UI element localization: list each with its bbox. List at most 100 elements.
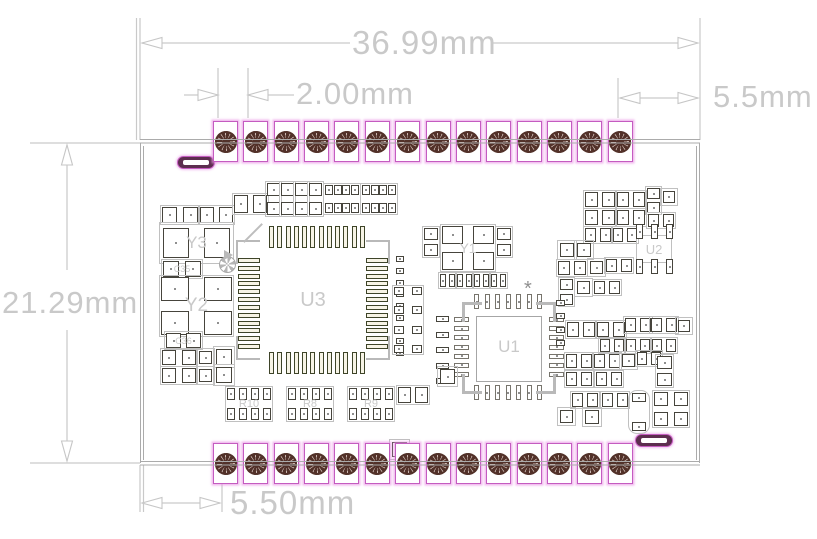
castellated-pad-top bbox=[607, 121, 633, 162]
smd-pad bbox=[556, 340, 565, 346]
smd-pad bbox=[324, 388, 332, 400]
smd-pad bbox=[590, 261, 603, 274]
smd-pad bbox=[362, 185, 370, 195]
castellated-pad-top bbox=[455, 121, 481, 162]
silkscreen-mark bbox=[462, 302, 465, 322]
smd-pad bbox=[613, 322, 625, 337]
silkscreen-outline bbox=[437, 366, 458, 387]
smd-pad bbox=[473, 226, 494, 244]
smd-pad bbox=[633, 192, 645, 207]
smd-pad bbox=[556, 300, 565, 306]
smd-pad bbox=[300, 408, 308, 420]
castellated-pad-top bbox=[364, 121, 390, 162]
plated-hole bbox=[578, 452, 601, 475]
qfp-pin bbox=[351, 226, 357, 248]
castellated-pad-top bbox=[304, 121, 330, 162]
plated-hole bbox=[244, 452, 267, 475]
smd-pad bbox=[398, 387, 411, 403]
smd-pad bbox=[640, 339, 650, 352]
smd-pad bbox=[651, 318, 662, 332]
smd-pad bbox=[312, 408, 320, 420]
component-sq bbox=[582, 407, 602, 427]
silkscreen-mark bbox=[553, 302, 556, 322]
silkscreen-mark bbox=[366, 240, 390, 242]
smd-pad bbox=[396, 338, 404, 345]
smd-pad bbox=[362, 203, 370, 213]
smd-pad bbox=[449, 274, 455, 287]
plated-hole bbox=[214, 130, 237, 153]
smd-pad bbox=[325, 203, 333, 213]
qfp-pin bbox=[302, 226, 308, 248]
qfn-pin bbox=[505, 294, 511, 309]
smd-pad bbox=[636, 224, 643, 239]
castellated-pad-bottom bbox=[577, 443, 603, 484]
smd-pad bbox=[415, 387, 428, 403]
smd-pad bbox=[370, 203, 379, 213]
silkscreen-outline bbox=[422, 226, 440, 258]
plated-hole bbox=[548, 452, 571, 475]
smd-pad bbox=[199, 351, 212, 364]
silkscreen-mark bbox=[366, 358, 390, 360]
smd-pad bbox=[602, 393, 613, 407]
component-c2v bbox=[307, 181, 324, 217]
silkscreen-mark bbox=[388, 240, 390, 264]
smd-pad bbox=[424, 228, 438, 240]
component-c2v bbox=[279, 181, 296, 217]
smd-pad bbox=[678, 320, 690, 332]
qfn-body-outline bbox=[476, 316, 542, 382]
smd-pad bbox=[182, 350, 196, 365]
silkscreen-outline bbox=[655, 354, 674, 388]
component-c2h bbox=[160, 366, 198, 385]
qfn-pin bbox=[516, 294, 521, 309]
smd-pad bbox=[585, 228, 596, 242]
qfp-pin bbox=[238, 258, 260, 263]
smd-pad bbox=[567, 322, 579, 337]
smd-pad bbox=[613, 228, 623, 242]
smd-pad bbox=[394, 306, 404, 315]
smd-pad bbox=[617, 192, 629, 207]
smd-pad bbox=[585, 210, 598, 225]
component-c2h bbox=[595, 320, 627, 339]
smd-pad bbox=[412, 325, 422, 334]
silkscreen-outline bbox=[472, 272, 491, 289]
component-c2h bbox=[565, 320, 597, 339]
smd-pad bbox=[611, 372, 622, 386]
smd-pad bbox=[500, 274, 506, 287]
silkscreen-outline bbox=[570, 391, 600, 409]
component-c2h bbox=[198, 205, 235, 225]
smd-pad bbox=[163, 228, 189, 258]
component-c2v bbox=[495, 226, 513, 258]
component-c2h bbox=[594, 370, 624, 388]
qfn-pin bbox=[549, 362, 564, 368]
smd-pad bbox=[654, 392, 668, 406]
smd-pad bbox=[163, 261, 179, 277]
silkscreen-mark bbox=[536, 391, 556, 394]
smd-pad bbox=[216, 367, 232, 383]
smd-pad bbox=[640, 318, 651, 332]
smd-pad bbox=[324, 408, 332, 420]
silkscreen-outline bbox=[582, 407, 602, 427]
qfp-pin bbox=[360, 226, 365, 248]
silkscreen-outline bbox=[628, 390, 650, 434]
smd-pad bbox=[596, 372, 607, 386]
qfn-pin bbox=[454, 326, 469, 332]
silkscreen-mark bbox=[236, 240, 260, 242]
qfp-pin bbox=[238, 297, 260, 303]
component-c2h bbox=[592, 279, 622, 296]
qfp-pin bbox=[285, 352, 291, 374]
qfp-pin bbox=[269, 226, 274, 248]
silkscreen-outline bbox=[293, 181, 310, 217]
silkscreen-mark bbox=[236, 358, 260, 360]
smd-pad bbox=[560, 410, 573, 423]
component-c2h bbox=[650, 337, 678, 354]
component-rn8 bbox=[360, 183, 398, 215]
plated-hole bbox=[305, 452, 328, 475]
qfp-pin bbox=[310, 226, 316, 248]
plated-hole bbox=[396, 452, 419, 475]
silkscreen-outline bbox=[392, 285, 424, 355]
smd-pad bbox=[457, 274, 463, 287]
castellated-pad-bottom bbox=[425, 443, 451, 484]
plated-hole bbox=[578, 130, 601, 153]
qfp-pin bbox=[269, 352, 274, 374]
